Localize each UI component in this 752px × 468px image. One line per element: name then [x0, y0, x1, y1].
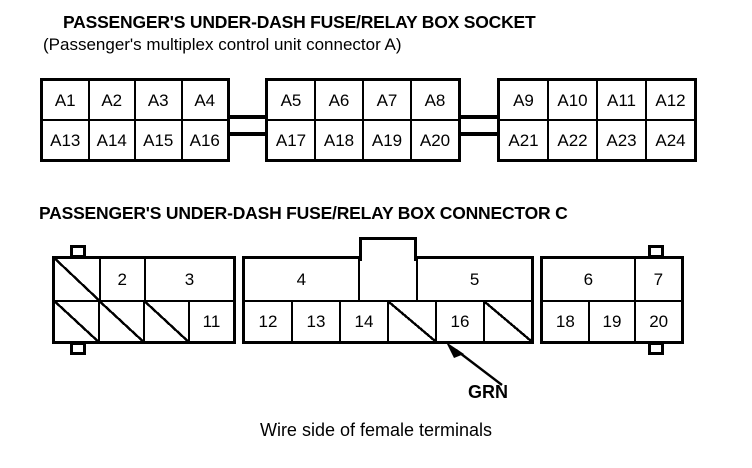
socket-terminal[interactable]: A3 [136, 81, 183, 119]
socket-terminal[interactable]: A22 [549, 121, 598, 159]
connector-c-blank-terminal[interactable] [100, 301, 145, 341]
socket-terminal[interactable]: A18 [316, 121, 364, 159]
socket-diagram: A1 A2 A3 A4 A13 A14 A15 A16 A5 A6 A7 A8 … [0, 70, 752, 170]
socket-terminal[interactable]: A8 [424, 90, 446, 110]
mounting-tab-bottom-right [648, 342, 664, 355]
connector-c-terminal[interactable] [360, 259, 419, 300]
block-link-bar [228, 132, 267, 136]
socket-title: PASSENGER'S UNDER-DASH FUSE/RELAY BOX SO… [63, 12, 536, 32]
terminal-label: 6 [583, 269, 594, 289]
connector-c-keyway-tower [359, 237, 417, 261]
socket-terminal[interactable]: A2 [90, 81, 136, 119]
connector-c-terminal[interactable]: 16 [437, 301, 485, 341]
terminal-label: 4 [296, 269, 307, 289]
socket-block-2-bottom-row: A17 A18 A19 A20 [268, 121, 458, 159]
connector-c-terminal[interactable]: 2 [101, 259, 146, 300]
terminal-label: 14 [354, 311, 374, 331]
socket-terminal[interactable]: A6 [316, 81, 364, 119]
socket-terminal[interactable]: A14 [90, 121, 136, 159]
socket-block-3: A9 A10 A11 A12 A21 A22 A23 A24 [497, 78, 697, 162]
terminal-label: 5 [469, 269, 480, 289]
socket-block-2: A5 A6 A7 A8 A17 A18 A19 A20 [265, 78, 461, 162]
connector-c-blank-terminal[interactable] [55, 301, 100, 341]
connector-c-blank-terminal[interactable] [55, 259, 101, 300]
connector-c-blank-terminal[interactable] [389, 301, 437, 341]
terminal-label: 7 [653, 269, 664, 289]
terminal-label: 3 [184, 269, 195, 289]
mounting-tab-top-left [70, 245, 86, 258]
segment-3-bottom-row: 18 19 20 [543, 301, 681, 341]
connector-c-blank-terminal[interactable] [485, 301, 531, 341]
connector-c-terminal[interactable]: 6 [543, 259, 636, 300]
segment-1-bottom-row: 11 [55, 301, 233, 341]
socket-terminal[interactable]: A23 [598, 121, 647, 159]
block-link-bar [228, 115, 267, 119]
segment-2-bottom-row: 12 13 14 16 [245, 301, 531, 341]
socket-terminal[interactable]: A17 [268, 121, 316, 159]
mounting-tab-bottom-left [70, 342, 86, 355]
block-link-bar [459, 115, 499, 119]
socket-terminal[interactable]: A24 [655, 130, 686, 150]
socket-terminal[interactable]: A10 [549, 81, 598, 119]
socket-block-1-bottom-row: A13 A14 A15 A16 [43, 121, 227, 159]
socket-terminal[interactable]: A13 [43, 121, 90, 159]
socket-terminal[interactable]: A20 [419, 130, 451, 150]
socket-terminal[interactable]: A5 [268, 81, 316, 119]
grn-callout-label: GRN [468, 382, 508, 402]
terminal-label: 12 [258, 311, 278, 331]
socket-block-3-top-row: A9 A10 A11 A12 [500, 81, 694, 121]
connector-c-title: PASSENGER'S UNDER-DASH FUSE/RELAY BOX CO… [39, 203, 568, 223]
terminal-label: 18 [555, 311, 575, 331]
connector-c-terminal[interactable]: 20 [636, 302, 681, 341]
connector-c-terminal[interactable]: 11 [190, 302, 233, 341]
socket-block-3-bottom-row: A21 A22 A23 A24 [500, 121, 694, 159]
terminal-label: 13 [306, 311, 326, 331]
socket-subtitle: (Passenger's multiplex control unit conn… [43, 35, 402, 54]
terminal-label: 19 [602, 311, 622, 331]
socket-terminal[interactable]: A21 [500, 121, 549, 159]
socket-terminal[interactable]: A1 [43, 81, 90, 119]
socket-terminal[interactable]: A11 [598, 81, 647, 119]
terminal-label: 16 [450, 311, 470, 331]
wire-side-caption: Wire side of female terminals [259, 420, 493, 440]
connector-c-terminal[interactable]: 4 [245, 259, 360, 300]
connector-c-terminal[interactable]: 14 [341, 301, 389, 341]
connector-c-terminal[interactable]: 18 [543, 301, 590, 341]
connector-c-terminal[interactable]: 7 [636, 259, 681, 300]
grn-callout-arrow [446, 342, 503, 386]
socket-block-1: A1 A2 A3 A4 A13 A14 A15 A16 [40, 78, 230, 162]
connector-c-terminal[interactable]: 13 [293, 301, 341, 341]
terminal-label: 11 [202, 311, 221, 331]
connector-c-blank-terminal[interactable] [145, 301, 190, 341]
terminal-label: 2 [117, 269, 127, 289]
connector-c-terminal[interactable]: 3 [146, 259, 233, 300]
socket-terminal[interactable]: A4 [194, 90, 216, 110]
connector-c-terminal[interactable]: 19 [590, 301, 637, 341]
socket-terminal[interactable]: A15 [136, 121, 183, 159]
socket-terminal[interactable]: A9 [500, 81, 549, 119]
socket-block-1-top-row: A1 A2 A3 A4 [43, 81, 227, 121]
socket-block-2-top-row: A5 A6 A7 A8 [268, 81, 458, 121]
socket-terminal[interactable]: A16 [189, 130, 220, 150]
block-link-bar [459, 132, 499, 136]
connector-c-terminal[interactable]: 5 [418, 259, 531, 300]
terminal-label: 20 [649, 311, 669, 331]
socket-terminal[interactable]: A19 [364, 121, 412, 159]
mounting-tab-top-right [648, 245, 664, 258]
connector-c-terminal[interactable]: 12 [245, 301, 293, 341]
socket-terminal[interactable]: A7 [364, 81, 412, 119]
socket-terminal[interactable]: A12 [655, 90, 686, 110]
